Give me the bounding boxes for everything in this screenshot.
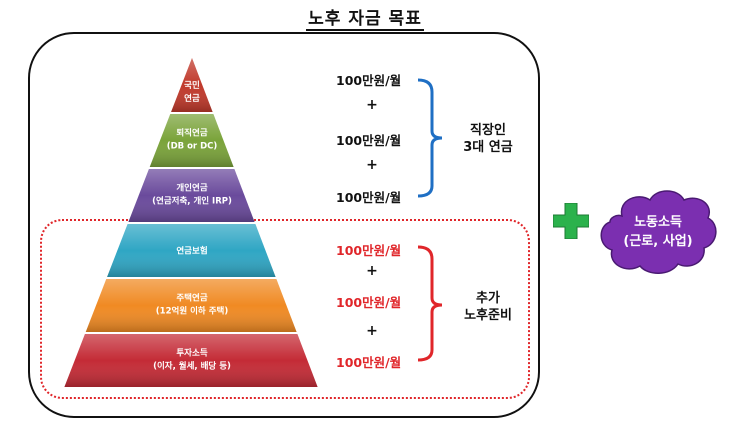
cloud-shape [600,190,717,274]
plus-sign: + [366,263,378,279]
amount-investment-income: 100만원/월 [336,355,402,370]
outer-frame [28,32,540,418]
level-pension-insurance: 연금보험 [107,224,276,277]
level-personal-pension-shading [128,169,255,222]
level-housing-pension-label-line2: (12억원 이하 주택) [156,306,229,317]
level-investment-income-label-line2: (이자, 월세, 배당 등) [153,361,231,372]
amount-retirement-pension: 100만원/월 [336,133,402,148]
level-pension-insurance-shading [107,224,276,277]
level-personal-pension: 개인연금 (연금저축, 개인 IRP) [128,169,255,222]
level-retirement-pension-label-line2: (DB or DC) [167,142,218,152]
level-housing-pension: 주택연금 (12억원 이하 주택) [85,279,297,332]
amount-housing-pension: 100만원/월 [336,295,402,310]
level-retirement-pension: 퇴직연금 (DB or DC) [149,114,234,167]
bottom-group-label-line1: 추가 [476,291,500,306]
level-investment-income: 투자소득 (이자, 월세, 배당 등) [64,334,318,387]
bottom-group-bracket [417,245,443,362]
plus-sign: + [366,97,378,113]
amount-pension-insurance: 100만원/월 [336,243,402,258]
level-national-pension-shading [171,58,213,112]
plus-cross-icon [553,203,589,239]
page-title: 노후 자금 목표 [306,9,424,31]
bottom-group-label: 추가 노후준비 [448,290,528,324]
level-personal-pension-label-line1: 개인연금 [176,183,207,194]
level-investment-income-label-line1: 투자소득 [176,348,207,359]
amount-personal-pension: 100만원/월 [336,190,402,205]
amount-national-pension: 100만원/월 [336,73,402,88]
top-group-label-line1: 직장인 [470,123,506,138]
cloud-line2: (근로, 사업) [623,233,692,249]
plus-sign: + [366,157,378,173]
level-national-pension-label-line1: 국민 [184,80,200,91]
bottom-group-label-line2: 노후준비 [464,308,512,323]
level-investment-income-shading [64,334,318,387]
level-retirement-pension-shading [149,114,234,167]
level-retirement-pension-label-line1: 퇴직연금 [176,128,207,139]
additional-prep-dotted-box [40,219,530,399]
top-group-label: 직장인 3대 연금 [448,122,528,156]
top-group-label-line2: 3대 연금 [463,140,513,155]
level-housing-pension-label-line1: 주택연금 [176,293,207,304]
top-group-bracket [417,78,443,198]
level-personal-pension-label-line2: (연금저축, 개인 IRP) [152,196,232,207]
labor-income-cloud: 노동소득 (근로, 사업) [600,190,717,274]
level-national-pension-label-line2: 연금 [184,93,200,104]
plus-sign: + [366,323,378,339]
level-pension-insurance-label-line1: 연금보험 [176,246,207,257]
cloud-line1: 노동소득 [634,215,682,230]
level-housing-pension-shading [85,279,297,332]
